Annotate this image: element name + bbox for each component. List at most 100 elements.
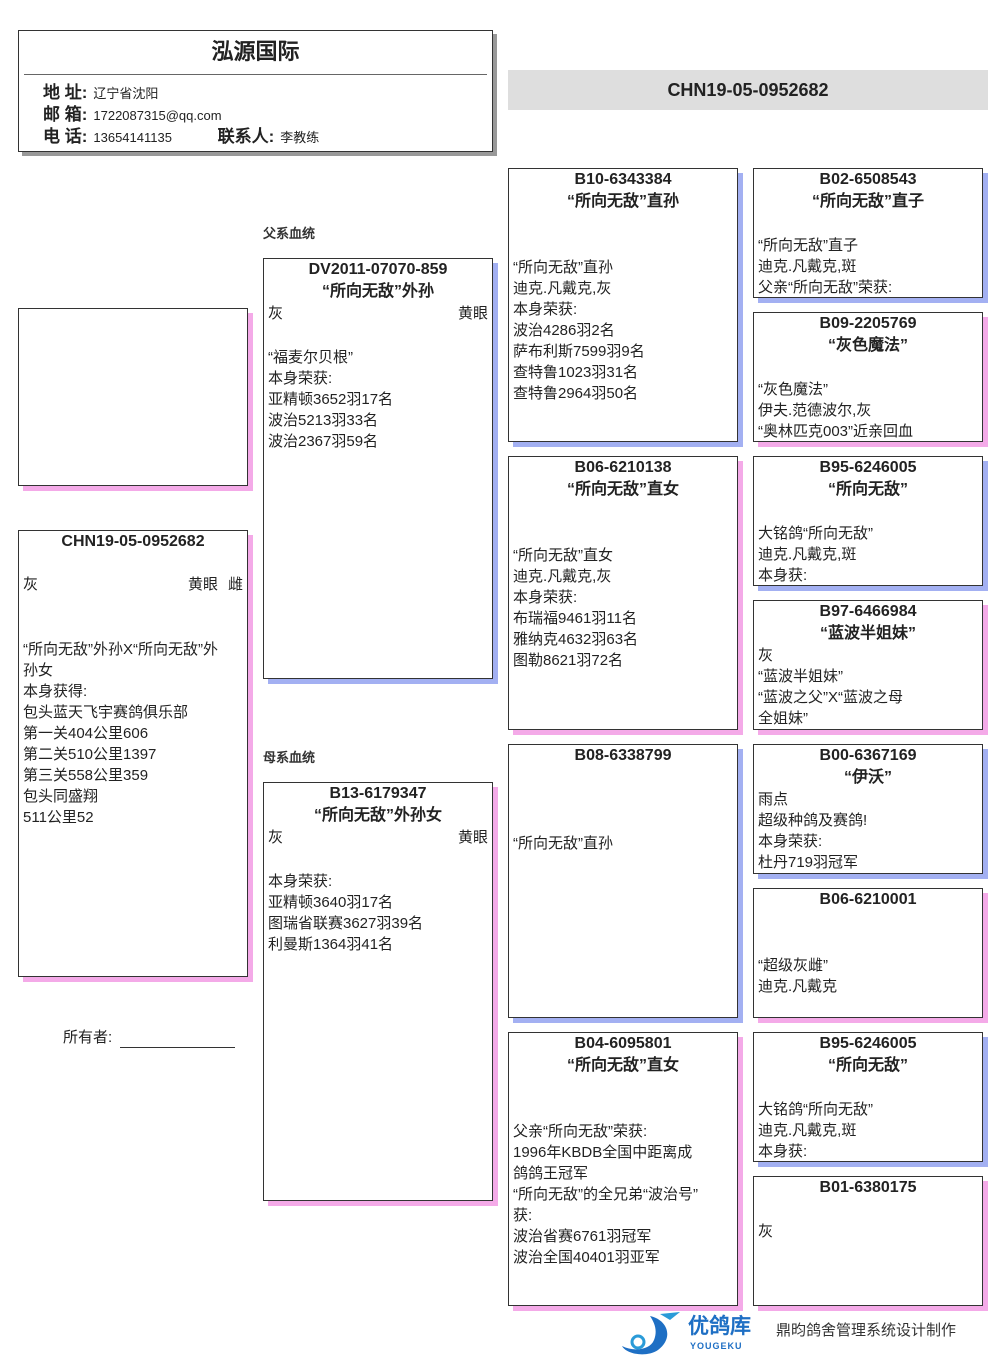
note-line: 萨布利斯7599羽9名 <box>513 343 645 360</box>
ring-number: B00-6367169 <box>819 747 917 764</box>
note-line: 本身荣获: <box>513 301 578 318</box>
note-line: “所向无敌”直女 <box>513 547 613 564</box>
note-line: 图勒8621羽72名 <box>513 652 624 669</box>
note-line: “所向无敌”直孙 <box>513 835 613 852</box>
spacer <box>293 827 448 849</box>
loft-name: 泓源国际 <box>211 39 300 64</box>
sire-section-label: 父系血统 <box>263 226 316 241</box>
note-line: 第一关404公里606 <box>23 725 149 742</box>
pigeon-card-dsd[interactable]: B06-6210001 “超级灰雌”迪克.凡戴克 <box>753 888 983 1018</box>
note-line: 迪克.凡戴克,斑 <box>758 258 857 275</box>
pigeon-card-dam[interactable]: B13-6179347“所向无敌”外孙女灰黄眼本身荣获:亚精顿3640羽17名图… <box>263 782 493 1201</box>
ring-number: B06-6210001 <box>819 891 917 908</box>
note-line: 波治4286羽2名 <box>513 322 615 339</box>
pigeon-notes: “所向无敌”直孙迪克.凡戴克,灰本身荣获:波治4286羽2名萨布利斯7599羽9… <box>513 257 733 404</box>
pigeon-notes: 本身荣获:亚精顿3640羽17名图瑞省联赛3627羽39名利曼斯1364羽41名 <box>268 871 488 955</box>
note-line: 查特鲁1023羽31名 <box>513 364 639 381</box>
brand-name-en: YOUGEKU <box>690 1341 743 1351</box>
loft-header-card: 泓源国际 地 址:辽宁省沈阳 邮 箱:1722087315@qq.com 电 话… <box>18 30 493 152</box>
ring-number: B95-6246005 <box>819 459 917 476</box>
owner-label: 所有者: <box>63 1029 113 1046</box>
note-line: 迪克.凡戴克,灰 <box>513 568 612 585</box>
pigeon-name: “蓝波半姐妹” <box>819 625 916 642</box>
ring-number: B06-6210138 <box>574 459 672 476</box>
address-row: 地 址:辽宁省沈阳 <box>43 83 158 103</box>
pigeon-name: “所向无敌”直女 <box>566 481 679 498</box>
ring-number: B09-2205769 <box>819 315 917 332</box>
pigeon-notes: 雨点超级种鸽及赛鸽!本身荣获:杜丹719羽冠军 <box>758 789 978 873</box>
pigeon-card-dd[interactable]: B04-6095801“所向无敌”直女父亲“所向无敌”荣获:1996年KBDB全… <box>508 1032 738 1306</box>
note-line: 本身获得: <box>23 683 88 700</box>
pigeon-card-dds[interactable]: B95-6246005“所向无敌”大铭鸽“所向无敌”迪克.凡戴克,斑本身获: <box>753 1032 983 1162</box>
pigeon-name: “灰色魔法” <box>827 337 908 354</box>
note-line: 波治5213羽33名 <box>268 412 379 429</box>
note-line: 布瑞福9461羽11名 <box>513 610 637 627</box>
note-line: 本身获: <box>758 1143 808 1160</box>
dam-section-label: 母系血统 <box>263 750 316 765</box>
pigeon-name: “伊沃” <box>843 769 892 786</box>
pigeon-card-ds[interactable]: B08-6338799 “所向无敌”直孙 <box>508 744 738 1018</box>
color-eye-row: 灰黄眼雌 <box>23 574 243 596</box>
header-divider <box>24 74 487 75</box>
pigeon-card-dss[interactable]: B00-6367169“伊沃”雨点超级种鸽及赛鸽!本身荣获:杜丹719羽冠军 <box>753 744 983 874</box>
pigeon-card-sdd[interactable]: B97-6466984“蓝波半姐妹”灰“蓝波半姐妹”“蓝波之父”X“蓝波之母全姐… <box>753 600 983 730</box>
pigeon-card-sds[interactable]: B95-6246005“所向无敌”大铭鸽“所向无敌”迪克.凡戴克,斑本身获: <box>753 456 983 586</box>
pigeon-name: “所向无敌” <box>827 481 908 498</box>
note-line: 鸽鸽王冠军 <box>513 1165 589 1182</box>
email-value: 1722087315@qq.com <box>93 108 222 123</box>
ring-number-banner: CHN19-05-0952682 <box>508 70 988 110</box>
maker-credit: 鼎昀鸽舍管理系统设计制作 <box>776 1322 957 1339</box>
note-line: 父亲“所向无敌”荣获: <box>758 279 893 296</box>
brand-name: 优鸽库 <box>688 1315 751 1338</box>
address-value: 辽宁省沈阳 <box>93 86 159 101</box>
note-line: 第二关510公里1397 <box>23 746 157 763</box>
note-line: 本身荣获: <box>513 589 578 606</box>
pigeon-notes: “超级灰雌”迪克.凡戴克 <box>758 955 978 997</box>
pigeon-card-ss[interactable]: B10-6343384“所向无敌”直孙“所向无敌”直孙迪克.凡戴克,灰本身荣获:… <box>508 168 738 442</box>
note-line: 超级种鸽及赛鸽! <box>758 812 868 829</box>
pigeon-notes: 灰“蓝波半姐妹”“蓝波之父”X“蓝波之母全姐妹” <box>758 645 978 729</box>
note-line: 雅纳克4632羽63名 <box>513 631 639 648</box>
feather-color: 灰 <box>268 829 284 846</box>
note-line: “蓝波之父”X“蓝波之母 <box>758 689 903 706</box>
pigeon-card-sd[interactable]: B06-6210138“所向无敌”直女“所向无敌”直女迪克.凡戴克,灰本身荣获:… <box>508 456 738 730</box>
pigeon-name: “所向无敌”外孙 <box>321 283 434 300</box>
pigeon-card-sss[interactable]: B02-6508543“所向无敌”直子“所向无敌”直子迪克.凡戴克,斑父亲“所向… <box>753 168 983 298</box>
note-line: “所向无敌”直子 <box>758 237 858 254</box>
note-line: 获: <box>513 1207 533 1224</box>
note-line: 本身荣获: <box>268 873 333 890</box>
ring-number: DV2011-07070-859 <box>308 261 448 278</box>
note-line: 波治全国40401羽亚军 <box>513 1249 660 1266</box>
note-line: 波治2367羽59名 <box>268 433 379 450</box>
ring-number: B13-6179347 <box>329 785 427 802</box>
feather-color: 灰 <box>268 305 284 322</box>
ring-number: CHN19-05-0952682 <box>61 533 205 550</box>
note-line: 雨点 <box>758 791 789 808</box>
note-line: 全姐妹” <box>758 710 808 727</box>
ring-number: B01-6380175 <box>819 1179 917 1196</box>
email-label: 邮 箱: <box>43 105 88 124</box>
ring-number: B10-6343384 <box>574 171 672 188</box>
note-line: 灰 <box>758 1223 774 1240</box>
eye-color: 黄眼 <box>187 576 218 593</box>
ring-number: B95-6246005 <box>819 1035 917 1052</box>
pigeon-notes: 父亲“所向无敌”荣获:1996年KBDB全国中距离成鸽鸽王冠军“所向无敌”的全兄… <box>513 1121 733 1268</box>
email-row: 邮 箱: 1722087315@qq.com <box>43 105 222 125</box>
note-line: 第三关558公里359 <box>23 767 149 784</box>
ring-number: B04-6095801 <box>574 1035 672 1052</box>
note-line: 图瑞省联赛3627羽39名 <box>268 915 424 932</box>
ring-number: B08-6338799 <box>574 747 672 764</box>
note-line: “福麦尔贝根” <box>268 349 353 366</box>
owner-field: 所有者: <box>63 1028 236 1048</box>
note-line: 迪克.凡戴克,斑 <box>758 1122 857 1139</box>
note-line: “所向无敌”外孙X“所向无敌”外 <box>23 641 218 658</box>
note-line: 迪克.凡戴克,灰 <box>513 280 612 297</box>
note-line: 父亲“所向无敌”荣获: <box>513 1123 648 1140</box>
pigeon-card-ddd[interactable]: B01-6380175 灰 <box>753 1176 983 1306</box>
pigeon-card-ssd[interactable]: B09-2205769“灰色魔法”“灰色魔法”伊夫.范德波尔,灰“奥林匹克003… <box>753 312 983 442</box>
note-line: 查特鲁2964羽50名 <box>513 385 639 402</box>
pigeon-card-sire[interactable]: DV2011-07070-859“所向无敌”外孙灰黄眼“福麦尔贝根”本身荣获:亚… <box>263 258 493 679</box>
color-eye-row: 灰黄眼 <box>268 827 488 849</box>
